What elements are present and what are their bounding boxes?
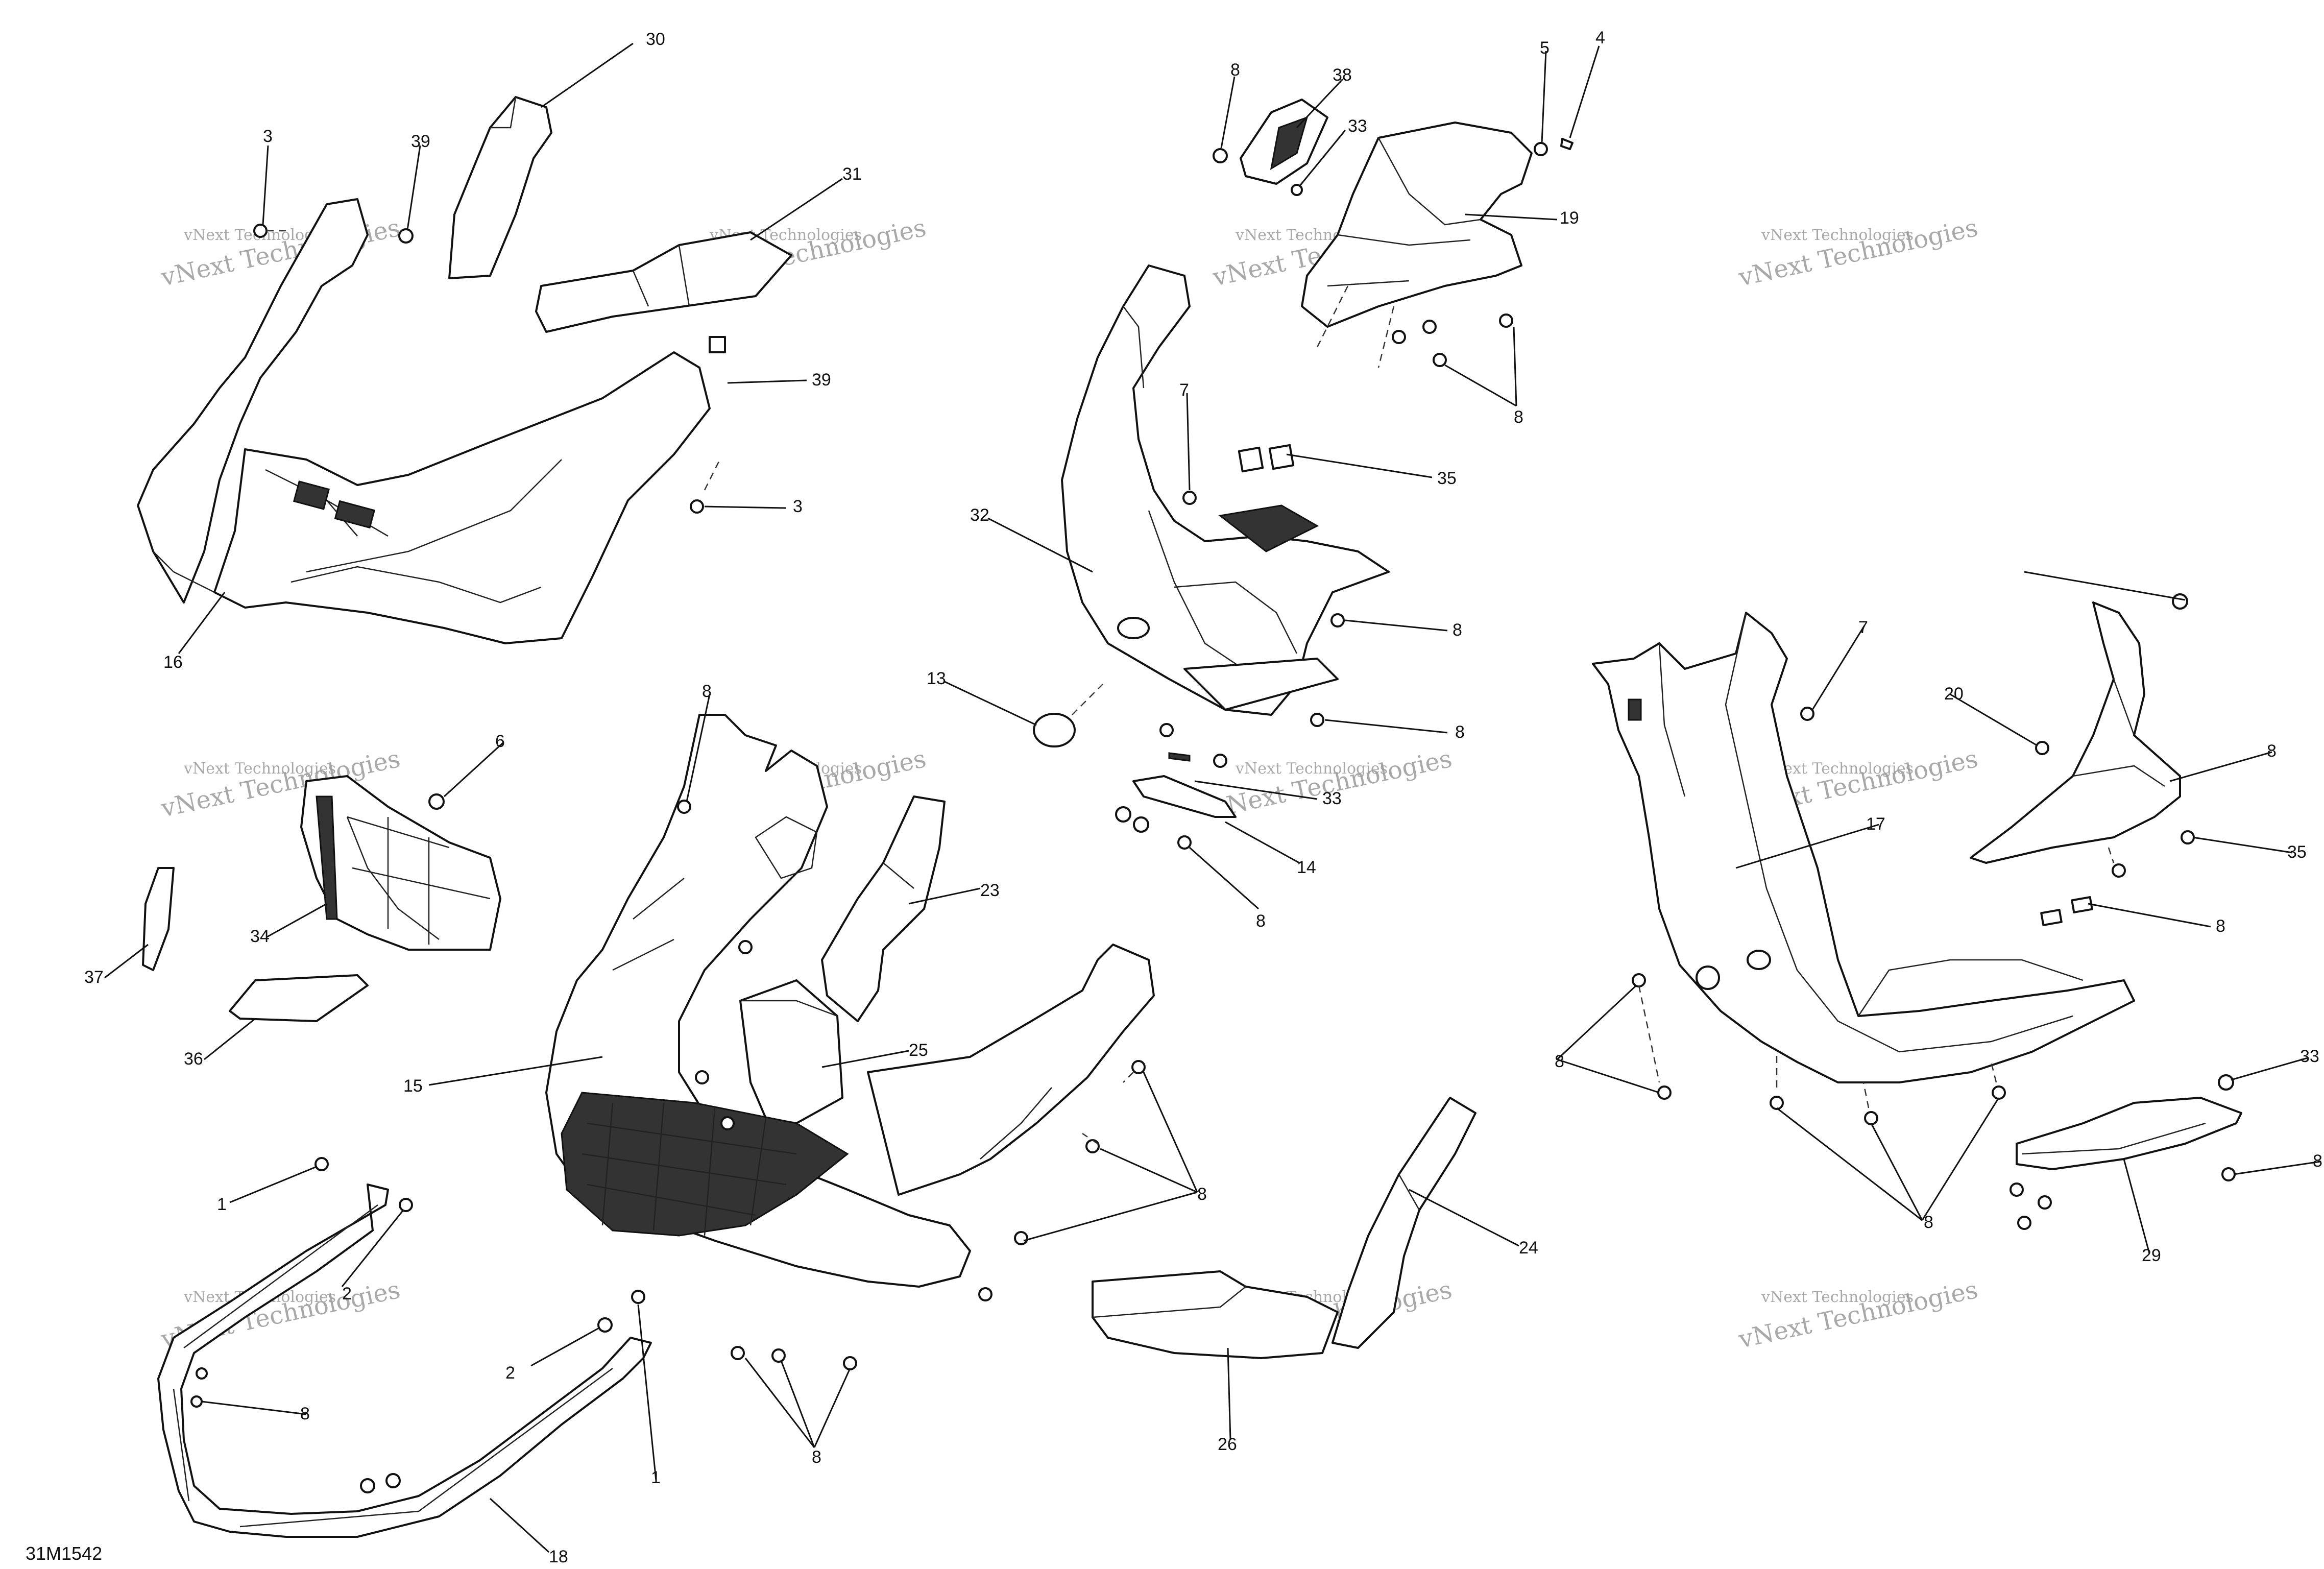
screw-3-icon <box>690 499 704 514</box>
watermark-small: vNext Technologies <box>1235 760 1388 778</box>
part-14-bracket <box>1115 723 1237 850</box>
watermark-small: vNext Technologies <box>1761 226 1914 244</box>
part-19-bracket <box>1301 122 1533 328</box>
callout-label: 8 <box>1197 1185 1207 1204</box>
callout-label: 34 <box>250 927 270 946</box>
callout-label: 2 <box>505 1363 515 1383</box>
callouts: 30 3 39 31 39 3 16 8 38 33 5 4 19 8 7 35… <box>84 28 2322 1566</box>
callout-label: 23 <box>980 881 1000 900</box>
part-13-plug <box>1033 684 1103 747</box>
part-15-lower-fairing <box>545 714 1155 1288</box>
callout-label: 29 <box>2142 1246 2161 1265</box>
callout-label: 8 <box>300 1404 310 1423</box>
part-26-pad <box>1092 1270 1339 1359</box>
part-20-deflector <box>1970 601 2181 864</box>
callout-label: 15 <box>403 1076 423 1096</box>
watermark-large: vNext Technologies <box>158 213 403 292</box>
callout-label: 18 <box>549 1547 568 1566</box>
callout-label: 32 <box>970 505 989 525</box>
callout-label: 37 <box>84 968 104 987</box>
callout-label: 17 <box>1866 814 1885 834</box>
part-24-strip <box>1332 1097 1476 1349</box>
callout-label: 13 <box>927 669 946 688</box>
callout-label: 7 <box>1858 618 1868 637</box>
callout-label: 3 <box>263 127 273 146</box>
callout-label: 38 <box>1333 65 1352 85</box>
callout-label: 8 <box>1514 407 1523 427</box>
leader-lines <box>104 42 2321 1553</box>
fasteners-lower-center <box>631 800 1146 1370</box>
callout-label: 24 <box>1519 1238 1538 1258</box>
callout-label: 1 <box>651 1468 661 1487</box>
part-16-upper-fairing <box>137 198 711 644</box>
callout-label: 1 <box>217 1195 227 1214</box>
watermark-large: vNext Technologies <box>1210 744 1455 823</box>
callout-label: 39 <box>411 132 430 151</box>
watermark-small: vNext Technologies <box>1761 1288 1914 1306</box>
callout-label: 35 <box>2287 842 2307 862</box>
fasteners-upper-middle <box>1182 138 1573 727</box>
callout-label: 8 <box>1455 722 1465 742</box>
part-32-inner-panel <box>1061 264 1390 716</box>
callout-label: 39 <box>812 370 831 390</box>
callout-label: 33 <box>2300 1047 2319 1066</box>
callout-label: 14 <box>1297 858 1316 877</box>
callout-label: 8 <box>2313 1151 2322 1171</box>
callout-label: 36 <box>184 1049 203 1069</box>
callout-label: 20 <box>1944 684 1964 704</box>
part-38-mount <box>1240 99 1328 185</box>
fastener-6 <box>428 793 445 810</box>
callout-label: 8 <box>1924 1213 1933 1232</box>
part-34-grille-bracket <box>300 775 501 951</box>
callout-label: 26 <box>1218 1435 1237 1454</box>
watermark-large: vNext Technologies <box>1736 213 1980 292</box>
watermark-large: vNext Technologies <box>1736 1275 1980 1354</box>
callout-label: 16 <box>163 653 183 672</box>
callout-label: 5 <box>1540 38 1550 58</box>
callout-label: 2 <box>342 1284 352 1304</box>
callout-label: 30 <box>646 30 665 49</box>
callout-label: 8 <box>2267 741 2277 761</box>
part-35-pads-top <box>1238 444 1295 473</box>
callout-label: 3 <box>793 497 803 516</box>
watermark-small: vNext Technologies <box>183 760 336 778</box>
callout-label: 6 <box>495 732 505 751</box>
part-17-frame <box>1592 612 2135 1083</box>
callout-label: 8 <box>1230 60 1240 80</box>
part-23-pad <box>821 795 946 1022</box>
part-25-pad <box>739 979 843 1124</box>
callout-label: 33 <box>1322 789 1342 808</box>
clip-39-icon <box>398 228 414 244</box>
part-18-bumper <box>157 1184 652 1538</box>
part-31-pad <box>535 231 792 333</box>
screw-3-icon <box>253 224 268 238</box>
fasteners-upper-left <box>253 224 726 514</box>
callout-label: 4 <box>1595 28 1605 47</box>
document-id: 31M1542 <box>26 1543 102 1564</box>
part-30-strip <box>448 96 552 279</box>
clip-39-icon <box>709 336 726 353</box>
part-35-pads-right <box>2040 896 2093 926</box>
callout-label: 7 <box>1179 380 1189 400</box>
callout-label: 33 <box>1348 116 1367 136</box>
part-36-insert <box>229 974 369 1022</box>
callout-label: 35 <box>1437 469 1457 488</box>
callout-label: 8 <box>1256 911 1266 931</box>
callout-label: 19 <box>1560 208 1579 228</box>
callout-label: 25 <box>909 1041 928 1060</box>
callout-label: 8 <box>702 682 712 701</box>
callout-label: 31 <box>842 164 862 184</box>
callout-label: 8 <box>1452 620 1462 640</box>
callout-label: 8 <box>812 1447 821 1467</box>
part-37-insert <box>142 867 175 971</box>
part-29-skid <box>2010 1074 2242 1230</box>
callout-label: 8 <box>2216 916 2225 936</box>
fasteners-bumper <box>190 1157 613 1493</box>
callout-label: 8 <box>1555 1052 1564 1071</box>
